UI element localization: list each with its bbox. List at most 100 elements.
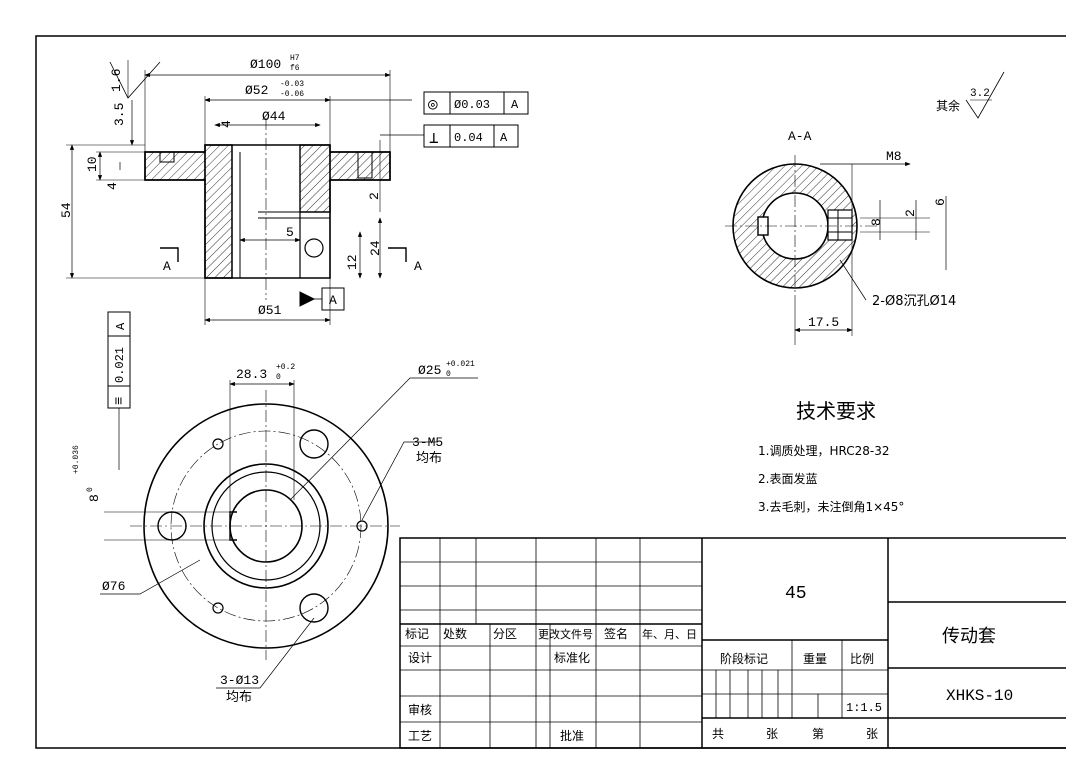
sheet-label: 张 bbox=[866, 727, 878, 742]
title-block-text: 标记 处数 分区 更改文件号 签名 年、月、日 设计 标准化 审核 工艺 批准 … bbox=[405, 626, 996, 744]
dia-100-tol-lower: f6 bbox=[290, 64, 300, 73]
hdr-zone: 分区 bbox=[493, 627, 517, 642]
dia-51: Ø51 bbox=[258, 303, 282, 318]
section-aa-labels: A-A M8 8 2 6 2-Ø8沉孔Ø14 17.5 bbox=[788, 129, 956, 330]
concentricity-frame: ◎ Ø0.03 A bbox=[423, 91, 529, 115]
tech-req-title: 技术要求 bbox=[796, 399, 876, 423]
perpendicularity-value: 0.04 bbox=[454, 131, 483, 145]
dim-54: 54 bbox=[59, 202, 74, 218]
part-name: 传动套 bbox=[942, 626, 996, 648]
dia-76: Ø76 bbox=[102, 579, 125, 594]
tech-req-item: 2.表面发蓝 bbox=[758, 471, 817, 486]
dim-8-tol: +0.036 bbox=[72, 445, 81, 474]
roughness-1-6: 1.6 bbox=[109, 69, 124, 92]
dim-28-3-tol: +0.2 bbox=[276, 363, 295, 372]
standardization-label: 标准化 bbox=[554, 651, 590, 666]
dim-24: 24 bbox=[368, 240, 383, 256]
radial-hole bbox=[304, 238, 324, 258]
dia-52-tol-lower: -0.06 bbox=[280, 90, 304, 99]
tapped-hole-1 bbox=[212, 438, 224, 450]
general-roughness: 其余 3.2 bbox=[936, 71, 1005, 119]
hole-note: 3-Ø13 bbox=[220, 673, 259, 688]
thread-note: 3-M5 bbox=[412, 435, 443, 450]
dim-2-section: 2 bbox=[903, 209, 918, 217]
total-label: 共 bbox=[712, 727, 724, 742]
scale-value: 1:1.5 bbox=[846, 701, 882, 715]
weight-label: 重量 bbox=[803, 652, 827, 667]
scale-label: 比例 bbox=[850, 652, 874, 667]
dim-12: 12 bbox=[345, 254, 360, 270]
process-label: 工艺 bbox=[408, 729, 432, 744]
perpendicularity-symbol: ⊥ bbox=[429, 130, 439, 148]
title-block bbox=[399, 537, 1066, 749]
thread-m8: M8 bbox=[886, 149, 902, 164]
hole-note-2: 均布 bbox=[226, 690, 252, 705]
dia-52: Ø52 bbox=[245, 83, 268, 98]
hub-outer-circle bbox=[203, 463, 329, 589]
bolt-hole-3 bbox=[299, 593, 329, 623]
tapped-hole-2 bbox=[212, 602, 224, 614]
hdr-date: 年、月、日 bbox=[642, 627, 697, 642]
perpendicularity-datum: A bbox=[500, 131, 508, 145]
dia-100: Ø100 bbox=[250, 57, 281, 72]
concentricity-symbol: ◎ bbox=[428, 96, 438, 114]
tech-req-item: 1.调质处理，HRC28-32 bbox=[758, 444, 889, 458]
dia-44: Ø44 bbox=[262, 109, 286, 124]
section-screw-hole bbox=[827, 209, 853, 241]
approve-label: 批准 bbox=[560, 728, 584, 744]
dia-25-tol-lower: 0 bbox=[446, 370, 451, 379]
symmetry-symbol: ≡ bbox=[112, 397, 128, 405]
hdr-sign: 签名 bbox=[604, 626, 628, 642]
symmetry-datum: A bbox=[114, 322, 128, 330]
review-label: 审核 bbox=[408, 702, 432, 718]
front-left-hatch bbox=[144, 151, 206, 181]
others-value: 3.2 bbox=[970, 88, 990, 100]
front-view-labels: Ø100 H7 f6 Ø52 -0.03 -0.06 Ø44 Ø51 54 10… bbox=[59, 54, 422, 318]
dim-10: 10 bbox=[85, 156, 100, 172]
dim-8-tol-lower: 0 bbox=[86, 487, 95, 492]
front-right-hatch bbox=[329, 151, 391, 181]
symmetry-value: 0.021 bbox=[113, 347, 127, 383]
perpendicularity-frame: ⊥ 0.04 A bbox=[423, 124, 519, 148]
dia-100-tol-upper: H7 bbox=[290, 54, 300, 63]
dim-17-5: 17.5 bbox=[808, 315, 839, 330]
hdr-count: 处数 bbox=[443, 626, 467, 642]
bolt-hole-2 bbox=[299, 429, 329, 459]
title-block-values: 45 1:1.5 XHKS-10 bbox=[785, 584, 1013, 715]
dim-8-section: 8 bbox=[869, 218, 884, 226]
dim-28-3-tol-lower: 0 bbox=[276, 373, 281, 382]
front-left-wall-hatch bbox=[204, 144, 233, 279]
design-label: 设计 bbox=[408, 651, 432, 666]
thread-note-2: 均布 bbox=[416, 451, 442, 466]
dim-6-section: 6 bbox=[933, 198, 948, 206]
concentricity-datum: A bbox=[511, 98, 519, 112]
drawing-number: XHKS-10 bbox=[946, 687, 1013, 705]
material: 45 bbox=[785, 584, 807, 604]
stage-mark-label: 阶段标记 bbox=[720, 651, 768, 667]
dim-2: 2 bbox=[367, 192, 382, 200]
hdr-mark: 标记 bbox=[405, 627, 429, 642]
section-mark-left: A bbox=[163, 259, 171, 274]
counterbore-note: 2-Ø8沉孔Ø14 bbox=[872, 294, 956, 309]
concentricity-value: Ø0.03 bbox=[454, 98, 490, 112]
section-title: A-A bbox=[788, 129, 812, 144]
front-view bbox=[66, 60, 424, 325]
hdr-change-doc: 更改文件号 bbox=[538, 627, 593, 642]
front-right-wall-hatch bbox=[299, 144, 331, 213]
top-view bbox=[100, 377, 478, 689]
tech-req-item: 3.去毛刺，未注倒角1×45° bbox=[758, 499, 904, 514]
sheets-label: 张 bbox=[766, 727, 778, 742]
symmetry-frame: A 0.021 ≡ bbox=[107, 311, 131, 470]
dia-25: Ø25 bbox=[418, 363, 441, 378]
top-view-labels: 28.3 +0.2 0 Ø25 +0.021 0 3-M5 均布 8 +0.03… bbox=[72, 360, 475, 705]
datum-a: A bbox=[329, 293, 337, 308]
section-mark-right: A bbox=[414, 259, 422, 274]
number-label: 第 bbox=[812, 727, 824, 742]
section-aa-view bbox=[725, 155, 947, 345]
dia-52-tol-upper: -0.03 bbox=[280, 80, 304, 89]
dim-28-3: 28.3 bbox=[236, 367, 267, 382]
dia-25-tol: +0.021 bbox=[446, 360, 475, 369]
dim-4-left: 4 bbox=[105, 182, 120, 190]
dim-8: 8 bbox=[87, 494, 102, 502]
